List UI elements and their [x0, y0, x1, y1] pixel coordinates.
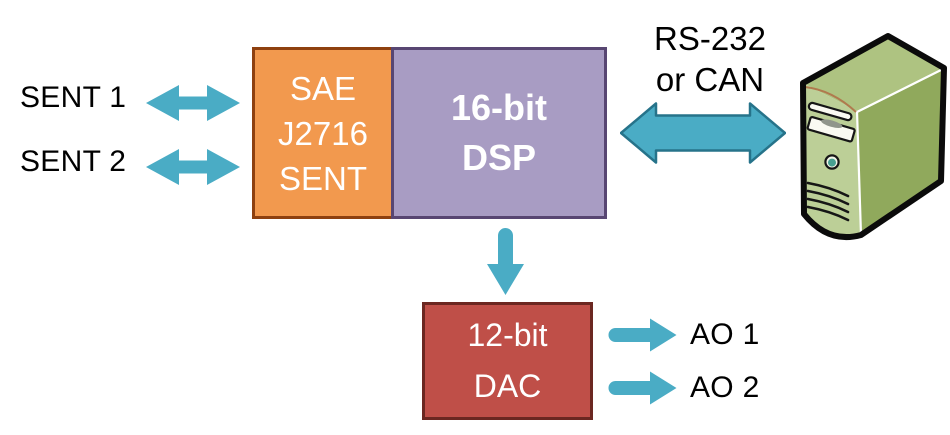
sent2-label: SENT 2: [20, 145, 127, 178]
dac-block: 12-bit DAC: [422, 302, 593, 420]
dsp-block-line2: DSP: [461, 137, 537, 178]
bus-label-line1: RS-232: [654, 20, 766, 57]
ao2-label: AO 2: [690, 371, 760, 404]
right-arrow-icon: [608, 371, 677, 405]
right-arrow-icon: [608, 318, 677, 352]
dsp-block-line1: 16-bit: [450, 87, 547, 128]
down-arrow-icon: [487, 228, 524, 295]
sent-interface-block: SAE J2716 SENT: [252, 47, 391, 219]
drive-bay-icon: [806, 116, 856, 143]
ao1-label: AO 1: [690, 318, 760, 351]
sent-block-line2: J2716: [278, 114, 368, 152]
double-arrow-icon: [620, 102, 786, 164]
bus-label: RS-232 or CAN: [625, 18, 795, 100]
bus-label-line2: or CAN: [655, 61, 765, 98]
dac-block-line1: 12-bit: [467, 317, 548, 353]
double-arrow-icon: [146, 85, 240, 121]
dac-block-line2: DAC: [473, 368, 542, 404]
vent-lines: [806, 181, 850, 222]
dsp-block: 16-bit DSP: [391, 47, 607, 219]
tower-front-curve: [804, 86, 857, 113]
double-arrow-icon: [146, 149, 240, 185]
drive-slot-icon: [807, 101, 853, 122]
sent-block-line3: SENT: [278, 159, 367, 197]
computer-tower-icon: [800, 33, 947, 241]
sent-block-line1: SAE: [289, 69, 357, 107]
sent1-label: SENT 1: [20, 81, 127, 114]
